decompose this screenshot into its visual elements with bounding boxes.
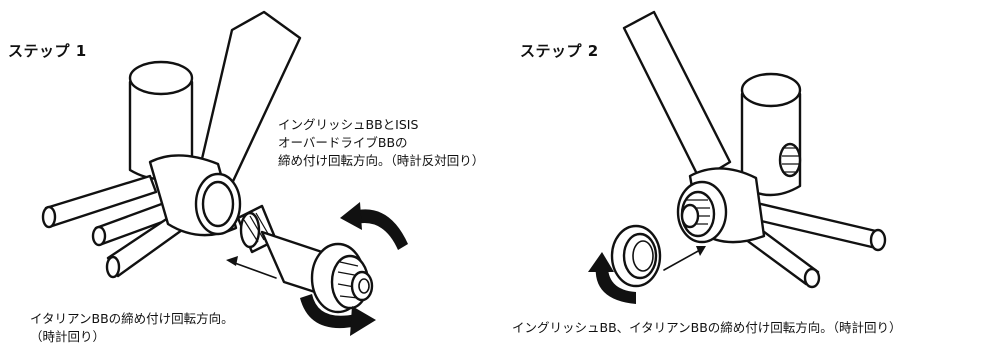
- step2-bb-cup: [610, 224, 662, 288]
- step1-bb-cartridge: [236, 204, 374, 314]
- step1-frame-illustration: [41, 10, 302, 279]
- step1-caption-bottom-line-1: イタリアンBBの締め付け回転方向。: [30, 311, 234, 326]
- step1-counterclockwise-arrow: [340, 202, 408, 250]
- step2-title: ステップ 2: [520, 42, 599, 60]
- step2-insert-arrow: [663, 246, 706, 271]
- step1-insert-arrow: [226, 256, 277, 279]
- step2-caption: イングリッシュBB、イタリアンBBの締め付け回転方向。（時計回り）: [512, 320, 902, 335]
- step1-caption-counterclockwise: イングリッシュBBとISIS オーバードライブBBの 締め付け回転方向。（時計反…: [278, 116, 484, 170]
- step1-caption-line-2: オーバードライブBBの: [278, 135, 408, 150]
- step2-clockwise-arrow: [588, 252, 636, 304]
- step1-caption-line-1: イングリッシュBBとISIS: [278, 117, 419, 132]
- step1-title: ステップ 1: [8, 42, 87, 60]
- step1-caption-clockwise: イタリアンBBの締め付け回転方向。 （時計回り）: [30, 310, 234, 346]
- step1-clockwise-arrow: [300, 294, 376, 336]
- step2-frame-illustration: [622, 10, 887, 289]
- step1-caption-bottom-line-2: （時計回り）: [30, 329, 106, 344]
- step1-caption-line-3: 締め付け回転方向。（時計反対回り）: [278, 153, 485, 168]
